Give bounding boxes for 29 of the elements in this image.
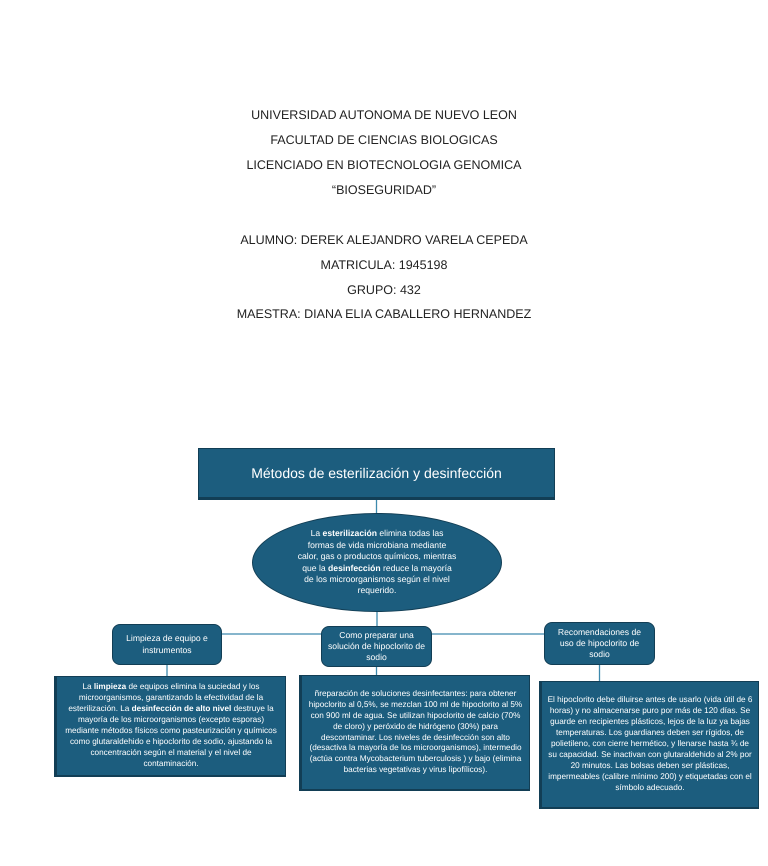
text-panel	[299, 675, 530, 791]
connector-line	[222, 633, 321, 635]
header-text: GRUPO: 432	[347, 282, 421, 299]
paragraph-text: ñreparación de soluciones desinfectantes: para obtener hipoclorito al 0,5%, se mezclan 100 ml de hipoclorito al 5% con 900 ml de agua. Se utilizan hipoclorito de calcio (70% de cloro) y peróxido de hidrógeno (30%) para descontaminar. Los niveles de desinfección son alto (desactiva la mayoría de los microorganismos), intermedio (actúa contra Mycobacterium tuberculosis ) y bajo (elimina bacterias vegetativas y virus lipofílicos).	[308, 688, 524, 776]
topic-box	[112, 624, 222, 665]
definition-text: La esterilización elimina todas las formas de vida microbiana mediante calor, gas o productos químicos, mientras que la desinfección reduce la mayoría de los microorganismos según el nivel requerido.	[297, 528, 457, 597]
connector-line	[376, 612, 378, 626]
connector-line	[166, 665, 168, 676]
topic-text: Como preparar una solución de hipoclorito de sodio	[328, 630, 425, 664]
title-text: Métodos de esterilización y desinfección	[251, 465, 502, 481]
header-text: FACULTAD DE CIENCIAS BIOLOGICAS	[270, 132, 498, 149]
header-text: UNIVERSIDAD AUTONOMA DE NUEVO LEON	[251, 107, 517, 124]
header-text: “BIOSEGURIDAD”	[332, 182, 436, 199]
connector-line	[376, 500, 378, 513]
header-text: LICENCIADO EN BIOTECNOLOGIA GENOMICA	[246, 157, 522, 174]
header-text: MATRICULA: 1945198	[320, 257, 448, 274]
header-text: MAESTRA: DIANA ELIA CABALLERO HERNANDEZ	[236, 306, 532, 323]
paragraph-text: El hipoclorito debe diluirse antes de usarlo (vida útil de 6 horas) y no almacenarse puro por más de 120 días. Se guarde en recipientes plásticos, lejos de la luz ya bajas temperaturas. Los guardianes deben ser rígidos, de polietileno, con cierre hermético, y llenarse hasta ¾ de su capacidad. Se inactivan con glutaraldehido al 2% por 20 minutos. Las bolsas deben ser plásticas, impermeables (calibre mínimo 200) y etiquetadas con el símbolo adecuado.	[547, 695, 753, 794]
text-panel	[54, 676, 286, 777]
topic-text: Limpieza de equipo e instrumentos	[125, 633, 209, 656]
header-text: ALUMNO: DEREK ALEJANDRO VARELA CEPEDA	[240, 232, 528, 249]
topic-text: Recomendaciones de uso de hipoclorito de sodio	[556, 626, 642, 660]
topic-box	[544, 622, 655, 665]
connector-line	[598, 665, 600, 681]
paragraph-text: La limpieza de equipos elimina la suciedad y los microorganismos, garantizando la efectividad de la esterilización. La desinfección de alto nivel destruye la mayoría de los microorganismos (excepto esporas) mediante métodos físicos como pasteurización y químicos como glutaraldehido e hipoclorito de sodio, ajustando la concentración según el material y el nivel de contaminación.	[64, 682, 278, 770]
connector-line	[432, 633, 544, 635]
topic-box	[321, 626, 432, 667]
text-panel	[539, 681, 759, 809]
title-banner	[198, 448, 555, 500]
